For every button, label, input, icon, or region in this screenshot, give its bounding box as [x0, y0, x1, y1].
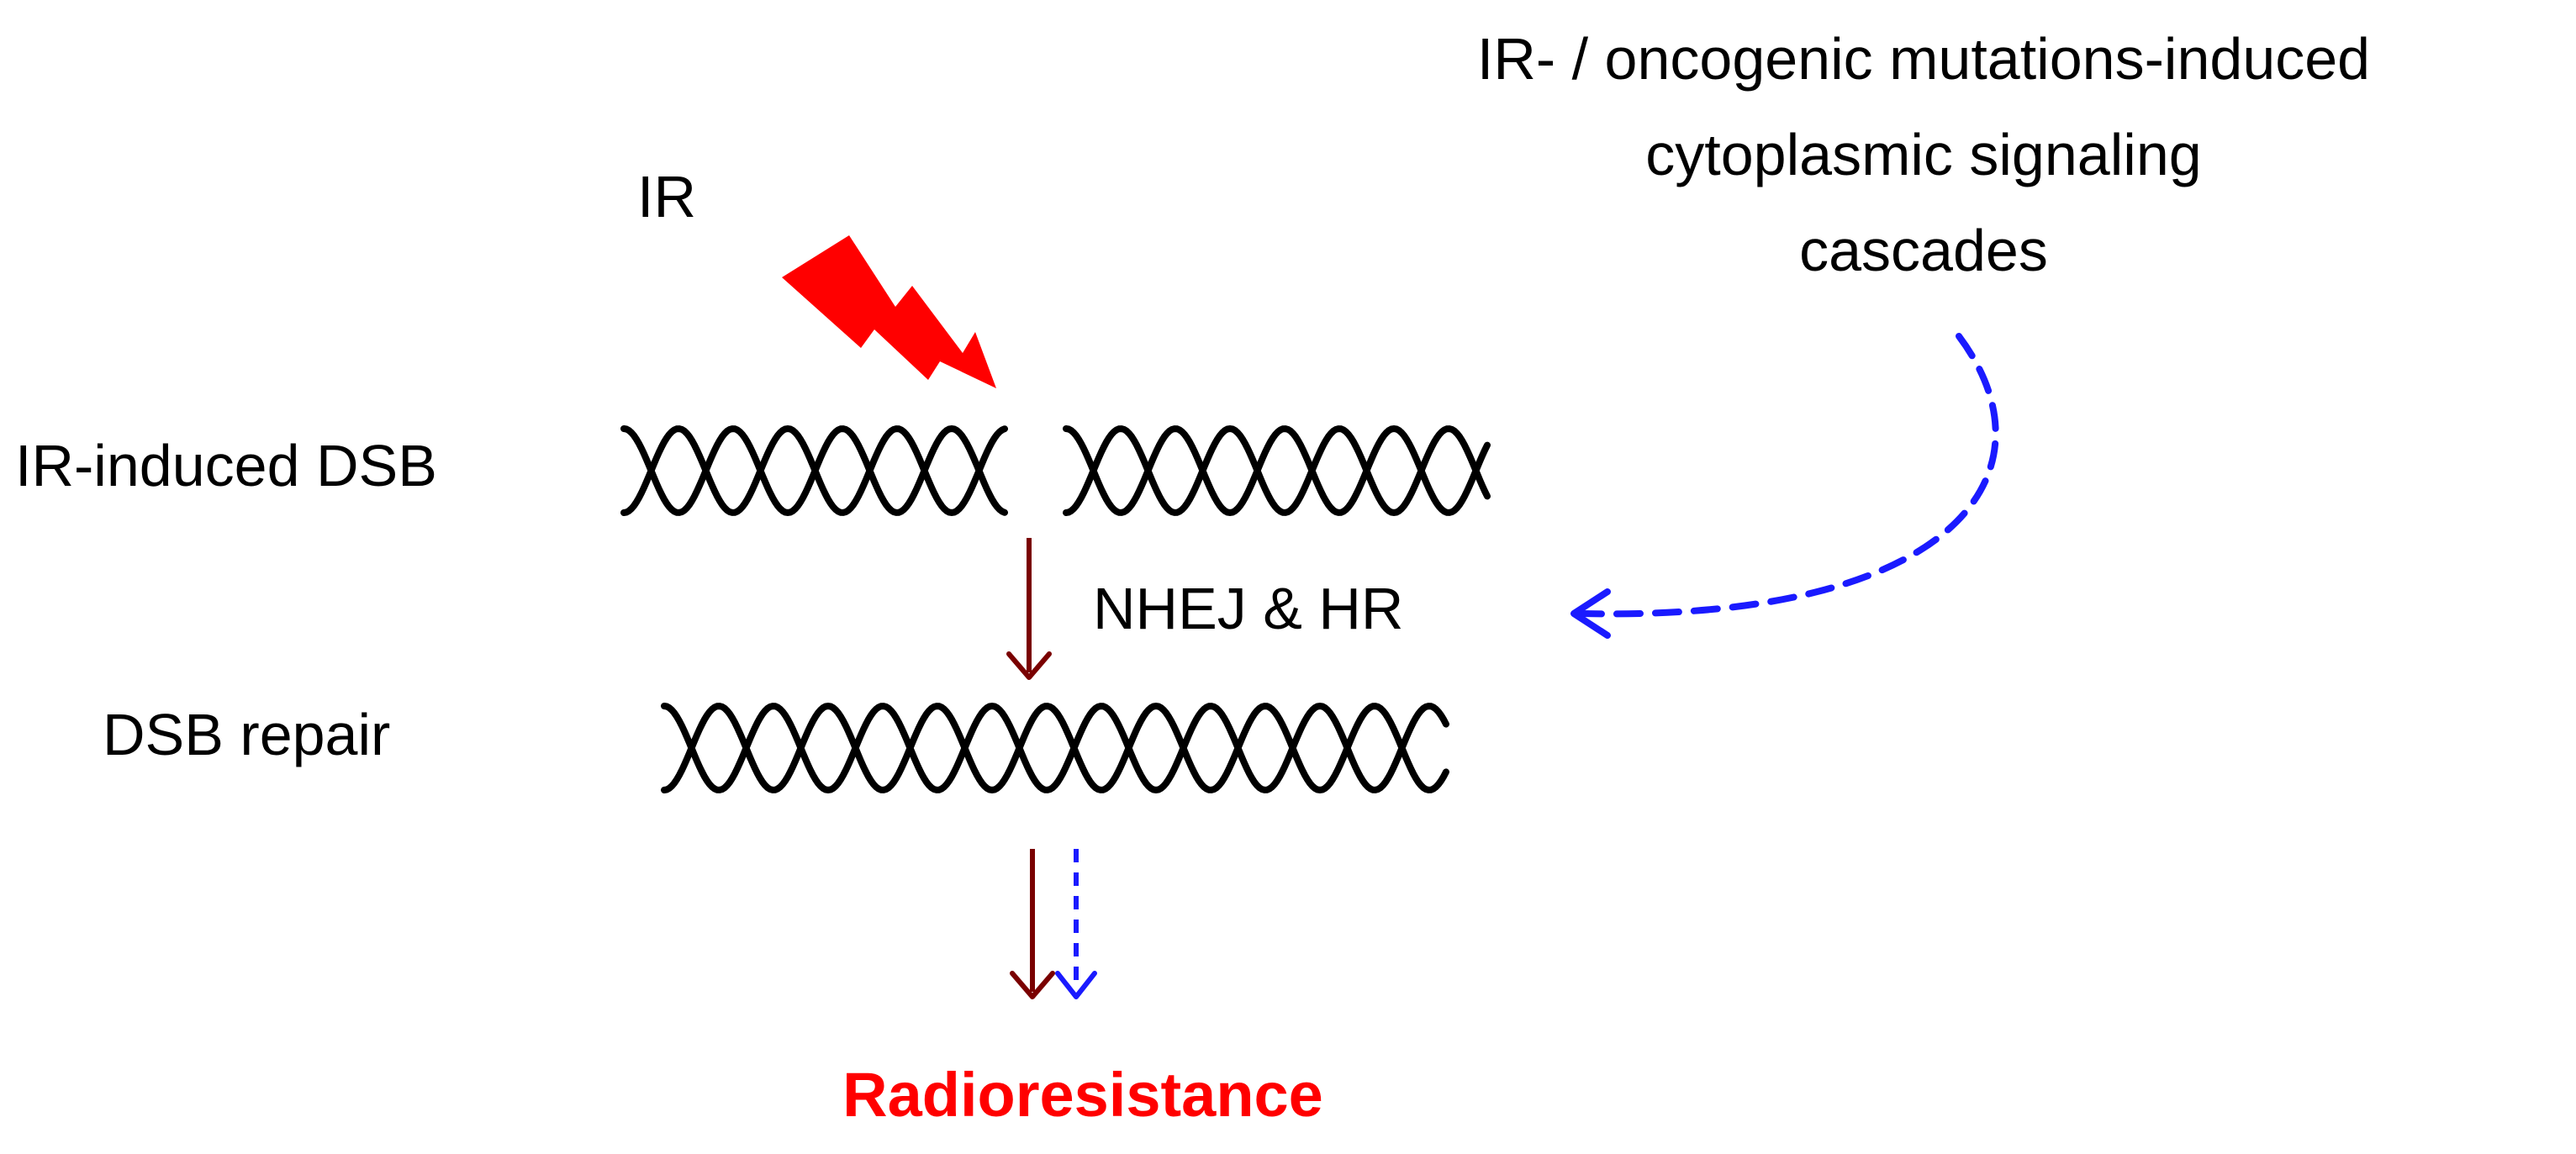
broken-dna-left-segment-icon — [620, 424, 1008, 517]
ir-label: IR — [637, 164, 696, 229]
ir-induced-dsb-label: IR-induced DSB — [15, 433, 437, 498]
signaling-to-radioresistance-dashed-arrow — [1055, 849, 1097, 999]
repair-to-radioresistance-arrow — [1010, 849, 1055, 999]
signaling-title-line1: IR- / oncogenic mutations-induced — [1477, 26, 2370, 92]
dna-strand-2 — [661, 702, 1449, 794]
broken-dna-right-segment-icon — [1063, 424, 1491, 517]
dna-strand-1 — [1063, 424, 1491, 517]
signaling-to-nhej-hr-dashed-arrow — [1570, 333, 1999, 639]
dsb-to-repair-arrow — [1006, 538, 1052, 680]
nhej-hr-label: NHEJ & HR — [1093, 576, 1403, 641]
dna-strand-2 — [620, 424, 1008, 517]
repaired-dna-icon — [661, 702, 1449, 794]
signaling-title-line2: cytoplasmic signaling — [1645, 122, 2201, 187]
dsb-repair-label: DSB repair — [103, 702, 390, 767]
signaling-title-line3: cascades — [1799, 218, 2048, 283]
dna-strand-1 — [661, 702, 1449, 794]
radioresistance-label: Radioresistance — [842, 1060, 1323, 1130]
dna-strand-2 — [1063, 424, 1491, 517]
lightning-bolt-icon — [782, 235, 996, 388]
